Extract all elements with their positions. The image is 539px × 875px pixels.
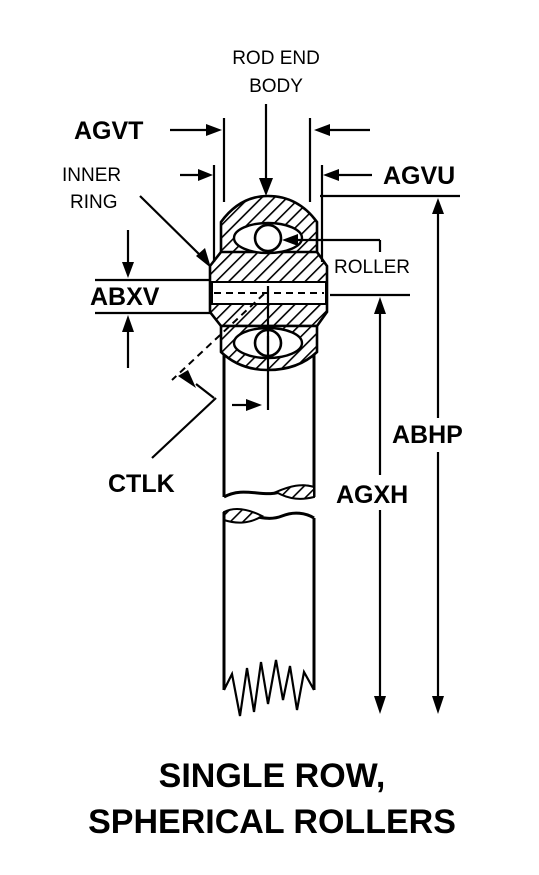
inner-ring-width-dimension bbox=[180, 165, 372, 262]
shank-break-lower-hatch bbox=[223, 508, 264, 524]
label-rod-end-body-2: BODY bbox=[249, 76, 303, 97]
roller-top bbox=[253, 223, 283, 253]
inner-ring-leader bbox=[139, 195, 211, 268]
shank-jagged-end bbox=[223, 659, 315, 717]
title-line-1: SINGLE ROW, bbox=[159, 757, 386, 795]
ctlk-dimension bbox=[151, 293, 265, 459]
label-agvt: AGVT bbox=[74, 117, 143, 145]
rod-shank bbox=[222, 345, 316, 717]
label-roller: ROLLER bbox=[334, 257, 410, 278]
agvt-dimension bbox=[170, 118, 370, 202]
roller-leader bbox=[282, 234, 382, 252]
label-agxh: AGXH bbox=[336, 481, 408, 509]
label-inner-ring-2: RING bbox=[70, 192, 118, 213]
label-abxv: ABXV bbox=[90, 283, 160, 311]
label-abhp: ABHP bbox=[392, 421, 463, 449]
agxh-dimension bbox=[330, 293, 410, 714]
label-inner-ring-1: INNER bbox=[62, 165, 121, 186]
bearing-head bbox=[208, 194, 329, 410]
rod-end-body-callout bbox=[259, 104, 273, 196]
shank-break-upper-hatch bbox=[273, 484, 315, 500]
abxv-dimension bbox=[95, 230, 210, 368]
title-line-2: SPHERICAL ROLLERS bbox=[88, 803, 456, 841]
label-agvu: AGVU bbox=[383, 162, 455, 190]
abhp-dimension bbox=[320, 194, 460, 714]
label-rod-end-body-1: ROD END bbox=[232, 48, 320, 69]
label-ctlk: CTLK bbox=[108, 470, 175, 498]
